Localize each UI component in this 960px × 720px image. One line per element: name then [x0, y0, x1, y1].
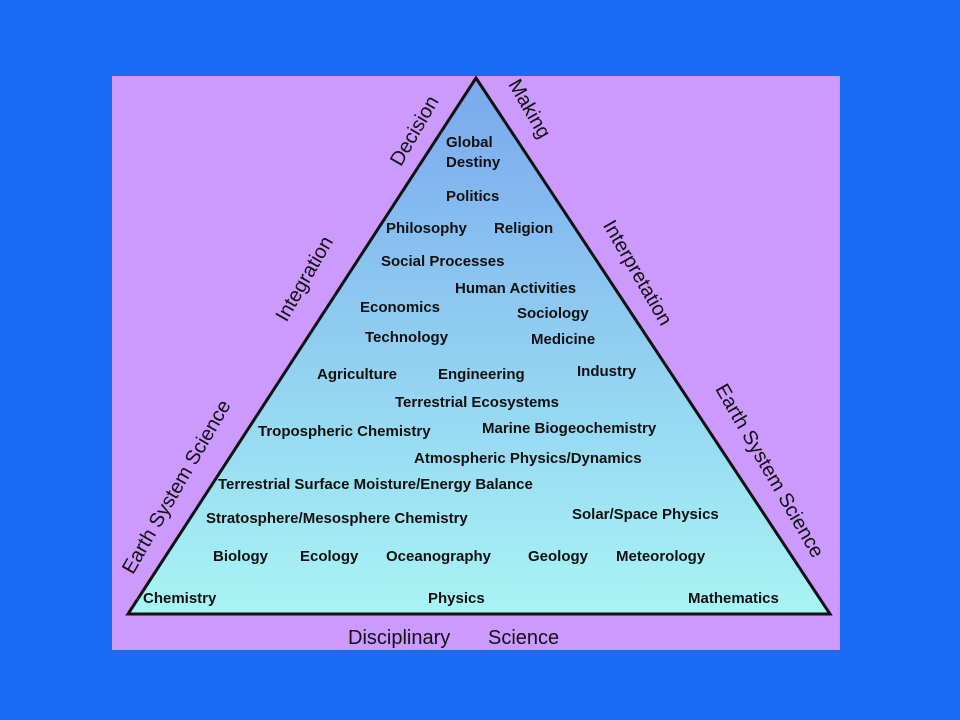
label-destiny: Destiny: [446, 154, 501, 171]
label-industry: Industry: [577, 363, 637, 380]
label-oceanography: Oceanography: [386, 548, 492, 565]
label-solar-space-physics: Solar/Space Physics: [572, 506, 719, 523]
label-medicine: Medicine: [531, 331, 595, 348]
label-economics: Economics: [360, 299, 440, 316]
label-engineering: Engineering: [438, 366, 525, 383]
label-human-activities: Human Activities: [455, 280, 576, 297]
label-surface-moisture: Terrestrial Surface Moisture/Energy Bala…: [218, 476, 533, 493]
label-marine-biogeochemistry: Marine Biogeochemistry: [482, 420, 657, 437]
label-philosophy: Philosophy: [386, 220, 467, 237]
label-mathematics: Mathematics: [688, 590, 779, 607]
label-sociology: Sociology: [517, 305, 589, 322]
label-agriculture: Agriculture: [317, 366, 397, 383]
science-label: Science: [488, 627, 559, 649]
label-atmospheric-physics: Atmospheric Physics/Dynamics: [414, 450, 642, 467]
diagram-panel: Decision Making Integration Interpretati…: [112, 76, 840, 650]
label-geology: Geology: [528, 548, 589, 565]
label-chemistry: Chemistry: [143, 590, 217, 607]
label-tropospheric-chemistry: Tropospheric Chemistry: [258, 423, 431, 440]
disciplinary-label: Disciplinary: [348, 627, 450, 649]
label-politics: Politics: [446, 188, 499, 205]
label-strat-meso-chemistry: Stratosphere/Mesosphere Chemistry: [206, 510, 468, 527]
label-terrestrial-ecosystems: Terrestrial Ecosystems: [395, 394, 559, 411]
label-global: Global: [446, 134, 493, 151]
label-social-processes: Social Processes: [381, 253, 504, 270]
pyramid-shape: [125, 76, 833, 616]
label-physics: Physics: [428, 590, 485, 607]
pyramid-diagram: Decision Making Integration Interpretati…: [118, 76, 833, 649]
label-ecology: Ecology: [300, 548, 359, 565]
label-technology: Technology: [365, 329, 449, 346]
label-meteorology: Meteorology: [616, 548, 706, 565]
label-religion: Religion: [494, 220, 553, 237]
label-biology: Biology: [213, 548, 269, 565]
